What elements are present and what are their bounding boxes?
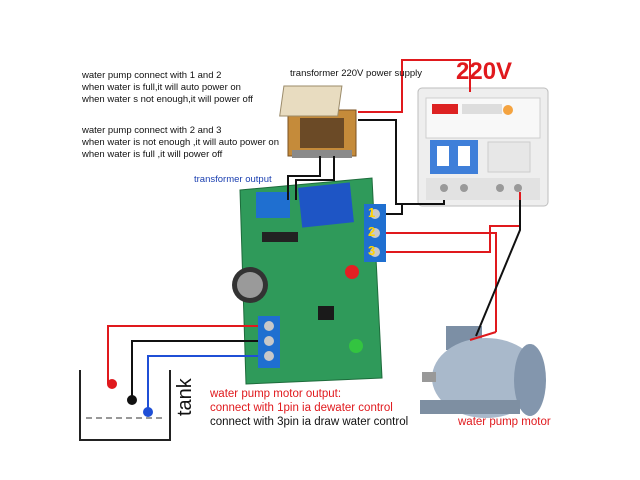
terminal-3-label: 3 bbox=[368, 243, 376, 258]
mode2-line3: when water is full ,it will power off bbox=[82, 149, 223, 160]
circuit-breaker bbox=[417, 87, 549, 207]
motor-output-line1: connect with 1pin ia dewater control bbox=[210, 402, 393, 414]
motor-label: water pump motor bbox=[458, 416, 551, 428]
pcb-board bbox=[232, 177, 383, 385]
transformer bbox=[279, 85, 357, 158]
terminal-2-label: 2 bbox=[368, 224, 376, 239]
mode1-line3: when water s not enough,it will power of… bbox=[82, 94, 253, 105]
terminal-block-right bbox=[364, 204, 386, 262]
water-tank bbox=[79, 370, 171, 441]
terminal-1-label: 1 bbox=[368, 205, 376, 220]
motor-output-line2: connect with 3pin ia draw water control bbox=[210, 416, 409, 428]
mode1-line1: water pump connect with 1 and 2 bbox=[82, 70, 222, 81]
tank-label: tank bbox=[174, 378, 196, 416]
wires bbox=[107, 59, 521, 412]
mode2-line1: water pump connect with 2 and 3 bbox=[82, 125, 222, 136]
water-pump-motor bbox=[420, 326, 546, 418]
terminal-block-left bbox=[258, 316, 280, 368]
mode2-line2: when water is not enough ,it will auto p… bbox=[82, 137, 279, 148]
mode1-line2: when water is full,it will auto power on bbox=[82, 82, 241, 93]
voltage-label: 220V bbox=[456, 58, 513, 85]
motor-output-title: water pump motor output: bbox=[210, 388, 342, 400]
transformer-supply-label: transformer 220V power supply bbox=[290, 68, 423, 79]
transformer-output-label: transformer output bbox=[194, 174, 272, 185]
